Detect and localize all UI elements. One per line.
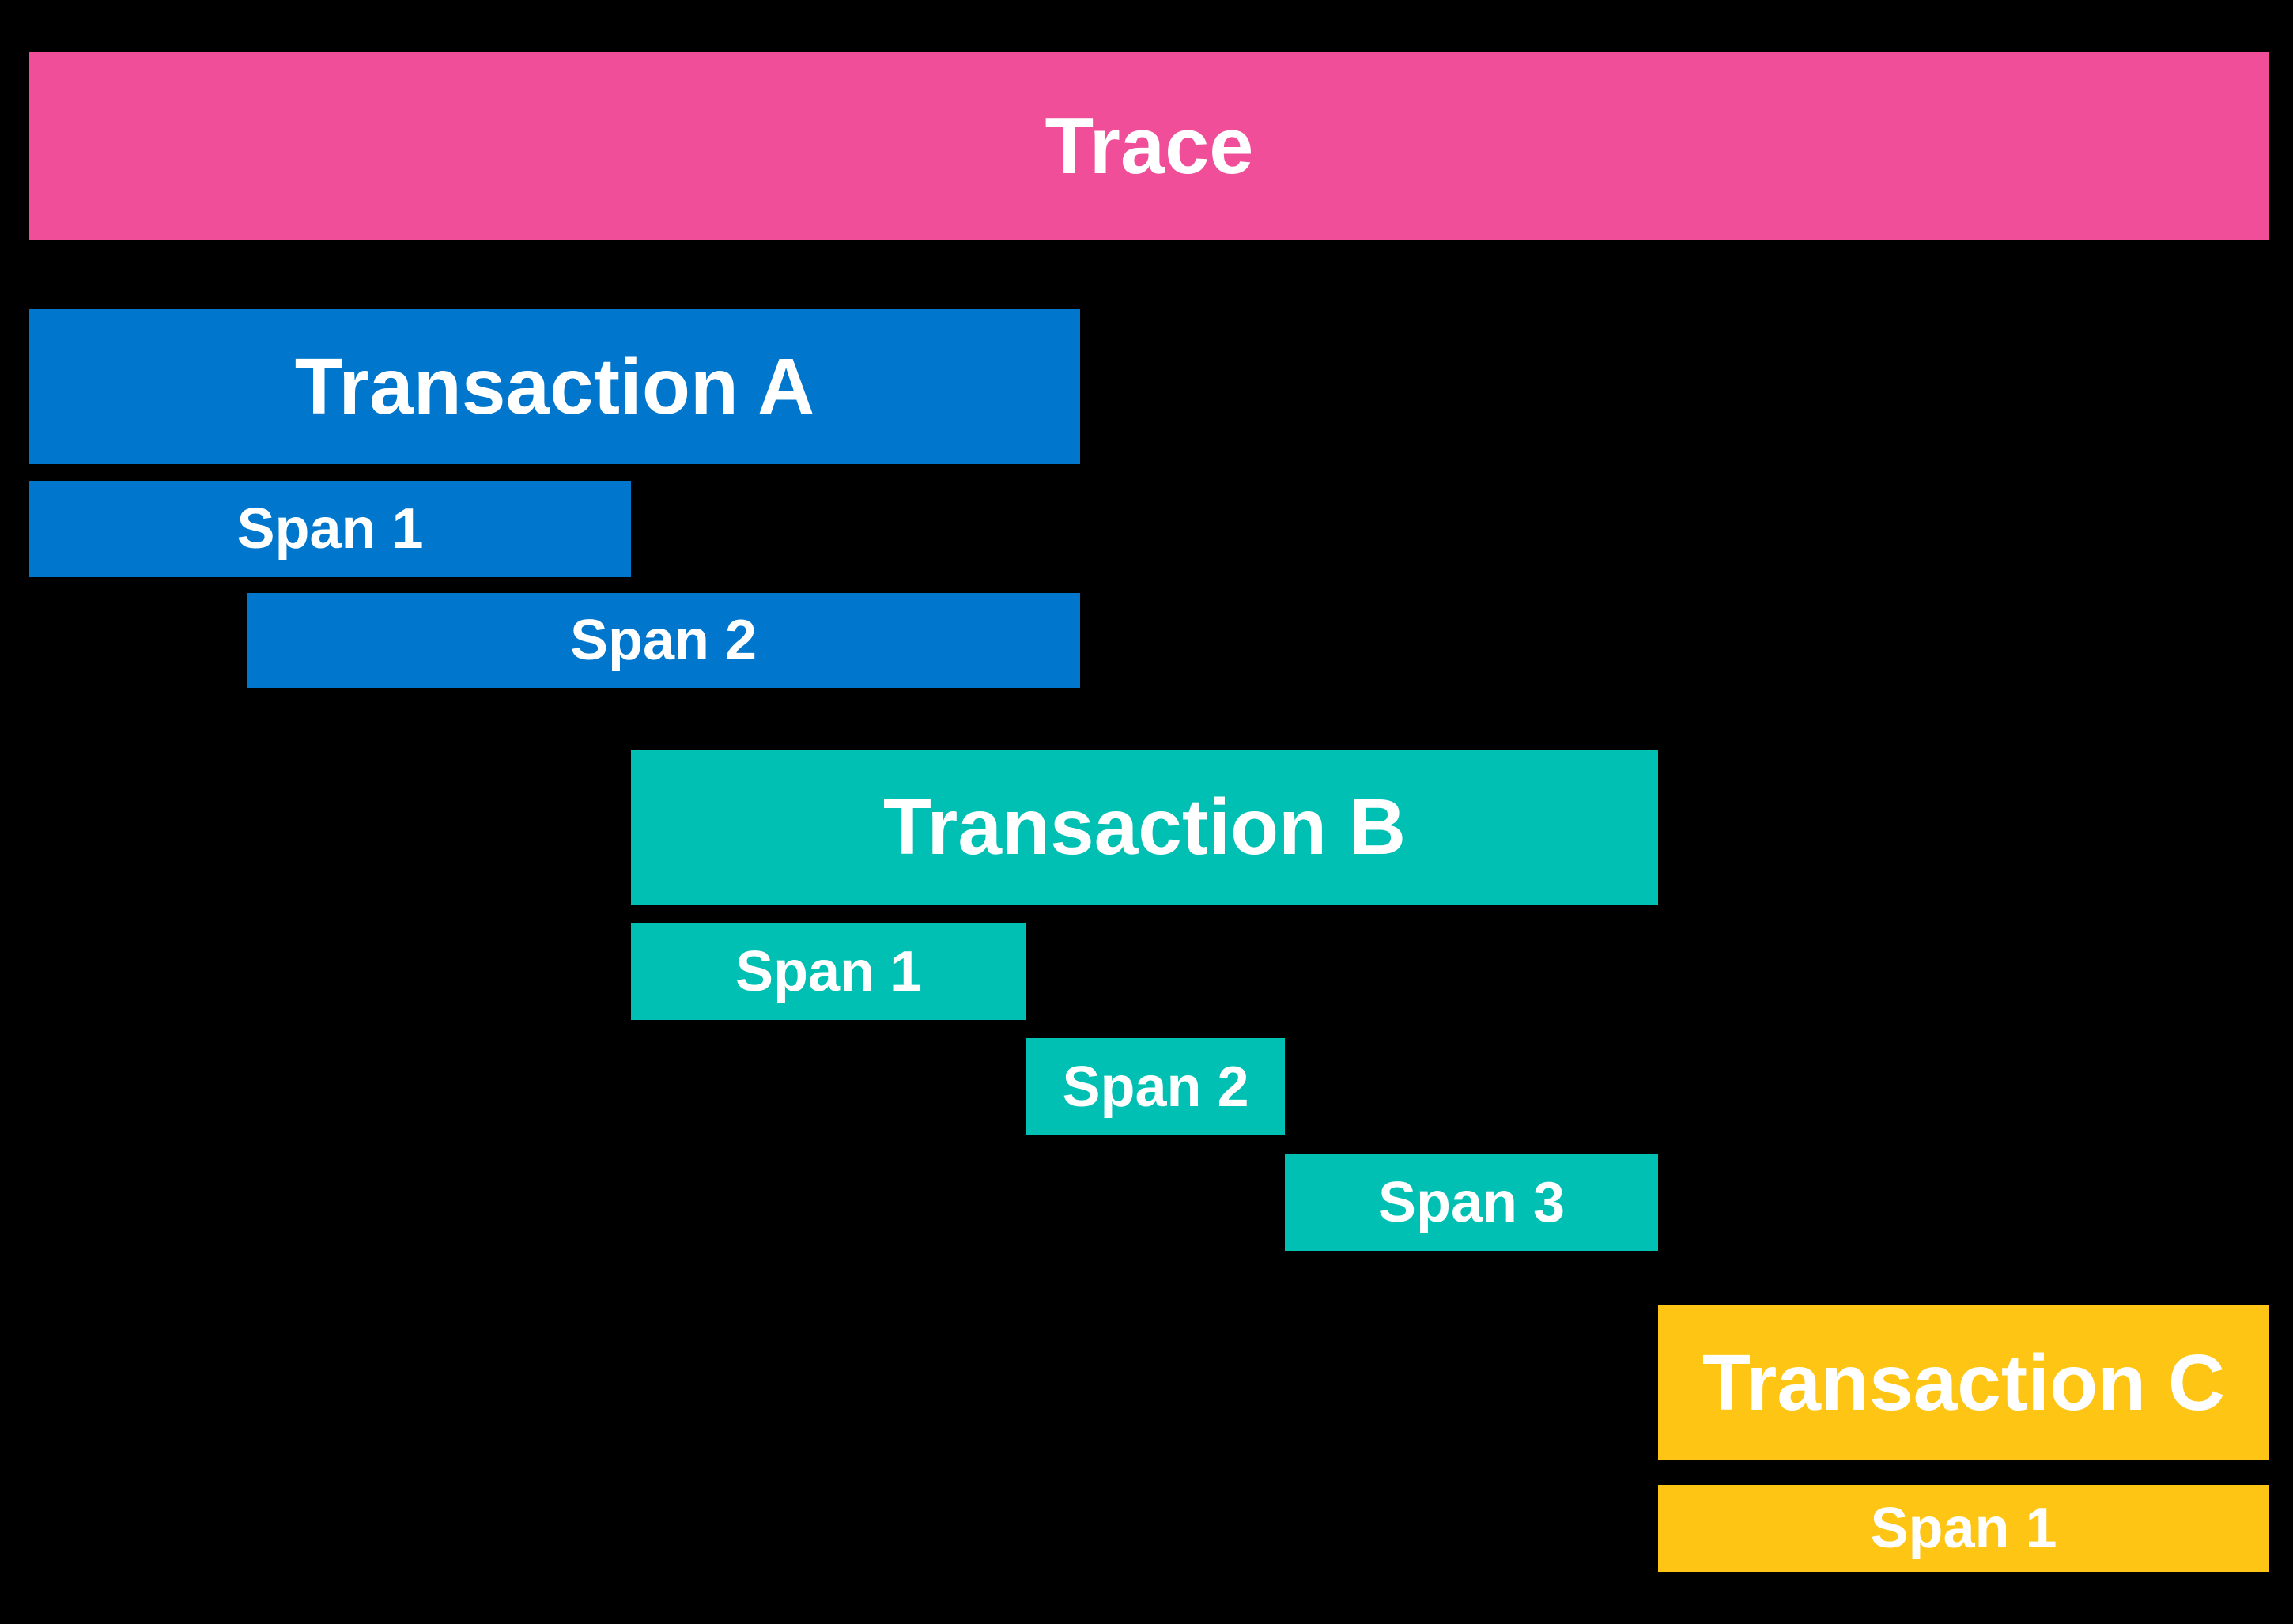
transaction-c-span-1-label: Span 1 (1870, 1497, 2057, 1560)
transaction-b-span-1-bar: Span 1 (631, 923, 1026, 1020)
transaction-b-span-3-bar: Span 3 (1285, 1154, 1658, 1251)
transaction-a-bar: Transaction A (29, 309, 1080, 464)
transaction-c-span-1-bar: Span 1 (1658, 1485, 2269, 1572)
transaction-c-bar: Transaction C (1658, 1305, 2269, 1460)
transaction-c-label: Transaction C (1702, 1338, 2226, 1427)
transaction-a-span-1-label: Span 1 (236, 497, 424, 561)
trace-label: Trace (1045, 101, 1254, 191)
transaction-b-bar: Transaction B (631, 750, 1658, 905)
transaction-b-span-2-bar: Span 2 (1026, 1038, 1285, 1135)
transaction-b-span-2-label: Span 2 (1062, 1055, 1249, 1119)
transaction-b-span-1-label: Span 1 (735, 939, 923, 1003)
transaction-b-span-3-label: Span 3 (1377, 1170, 1566, 1234)
transaction-a-label: Transaction A (294, 342, 815, 431)
transaction-a-span-2-bar: Span 2 (247, 593, 1080, 688)
transaction-a-span-1-bar: Span 1 (29, 481, 631, 577)
transaction-b-label: Transaction B (882, 783, 1407, 871)
trace-bar: Trace (29, 52, 2269, 240)
transaction-a-span-2-label: Span 2 (569, 609, 757, 672)
